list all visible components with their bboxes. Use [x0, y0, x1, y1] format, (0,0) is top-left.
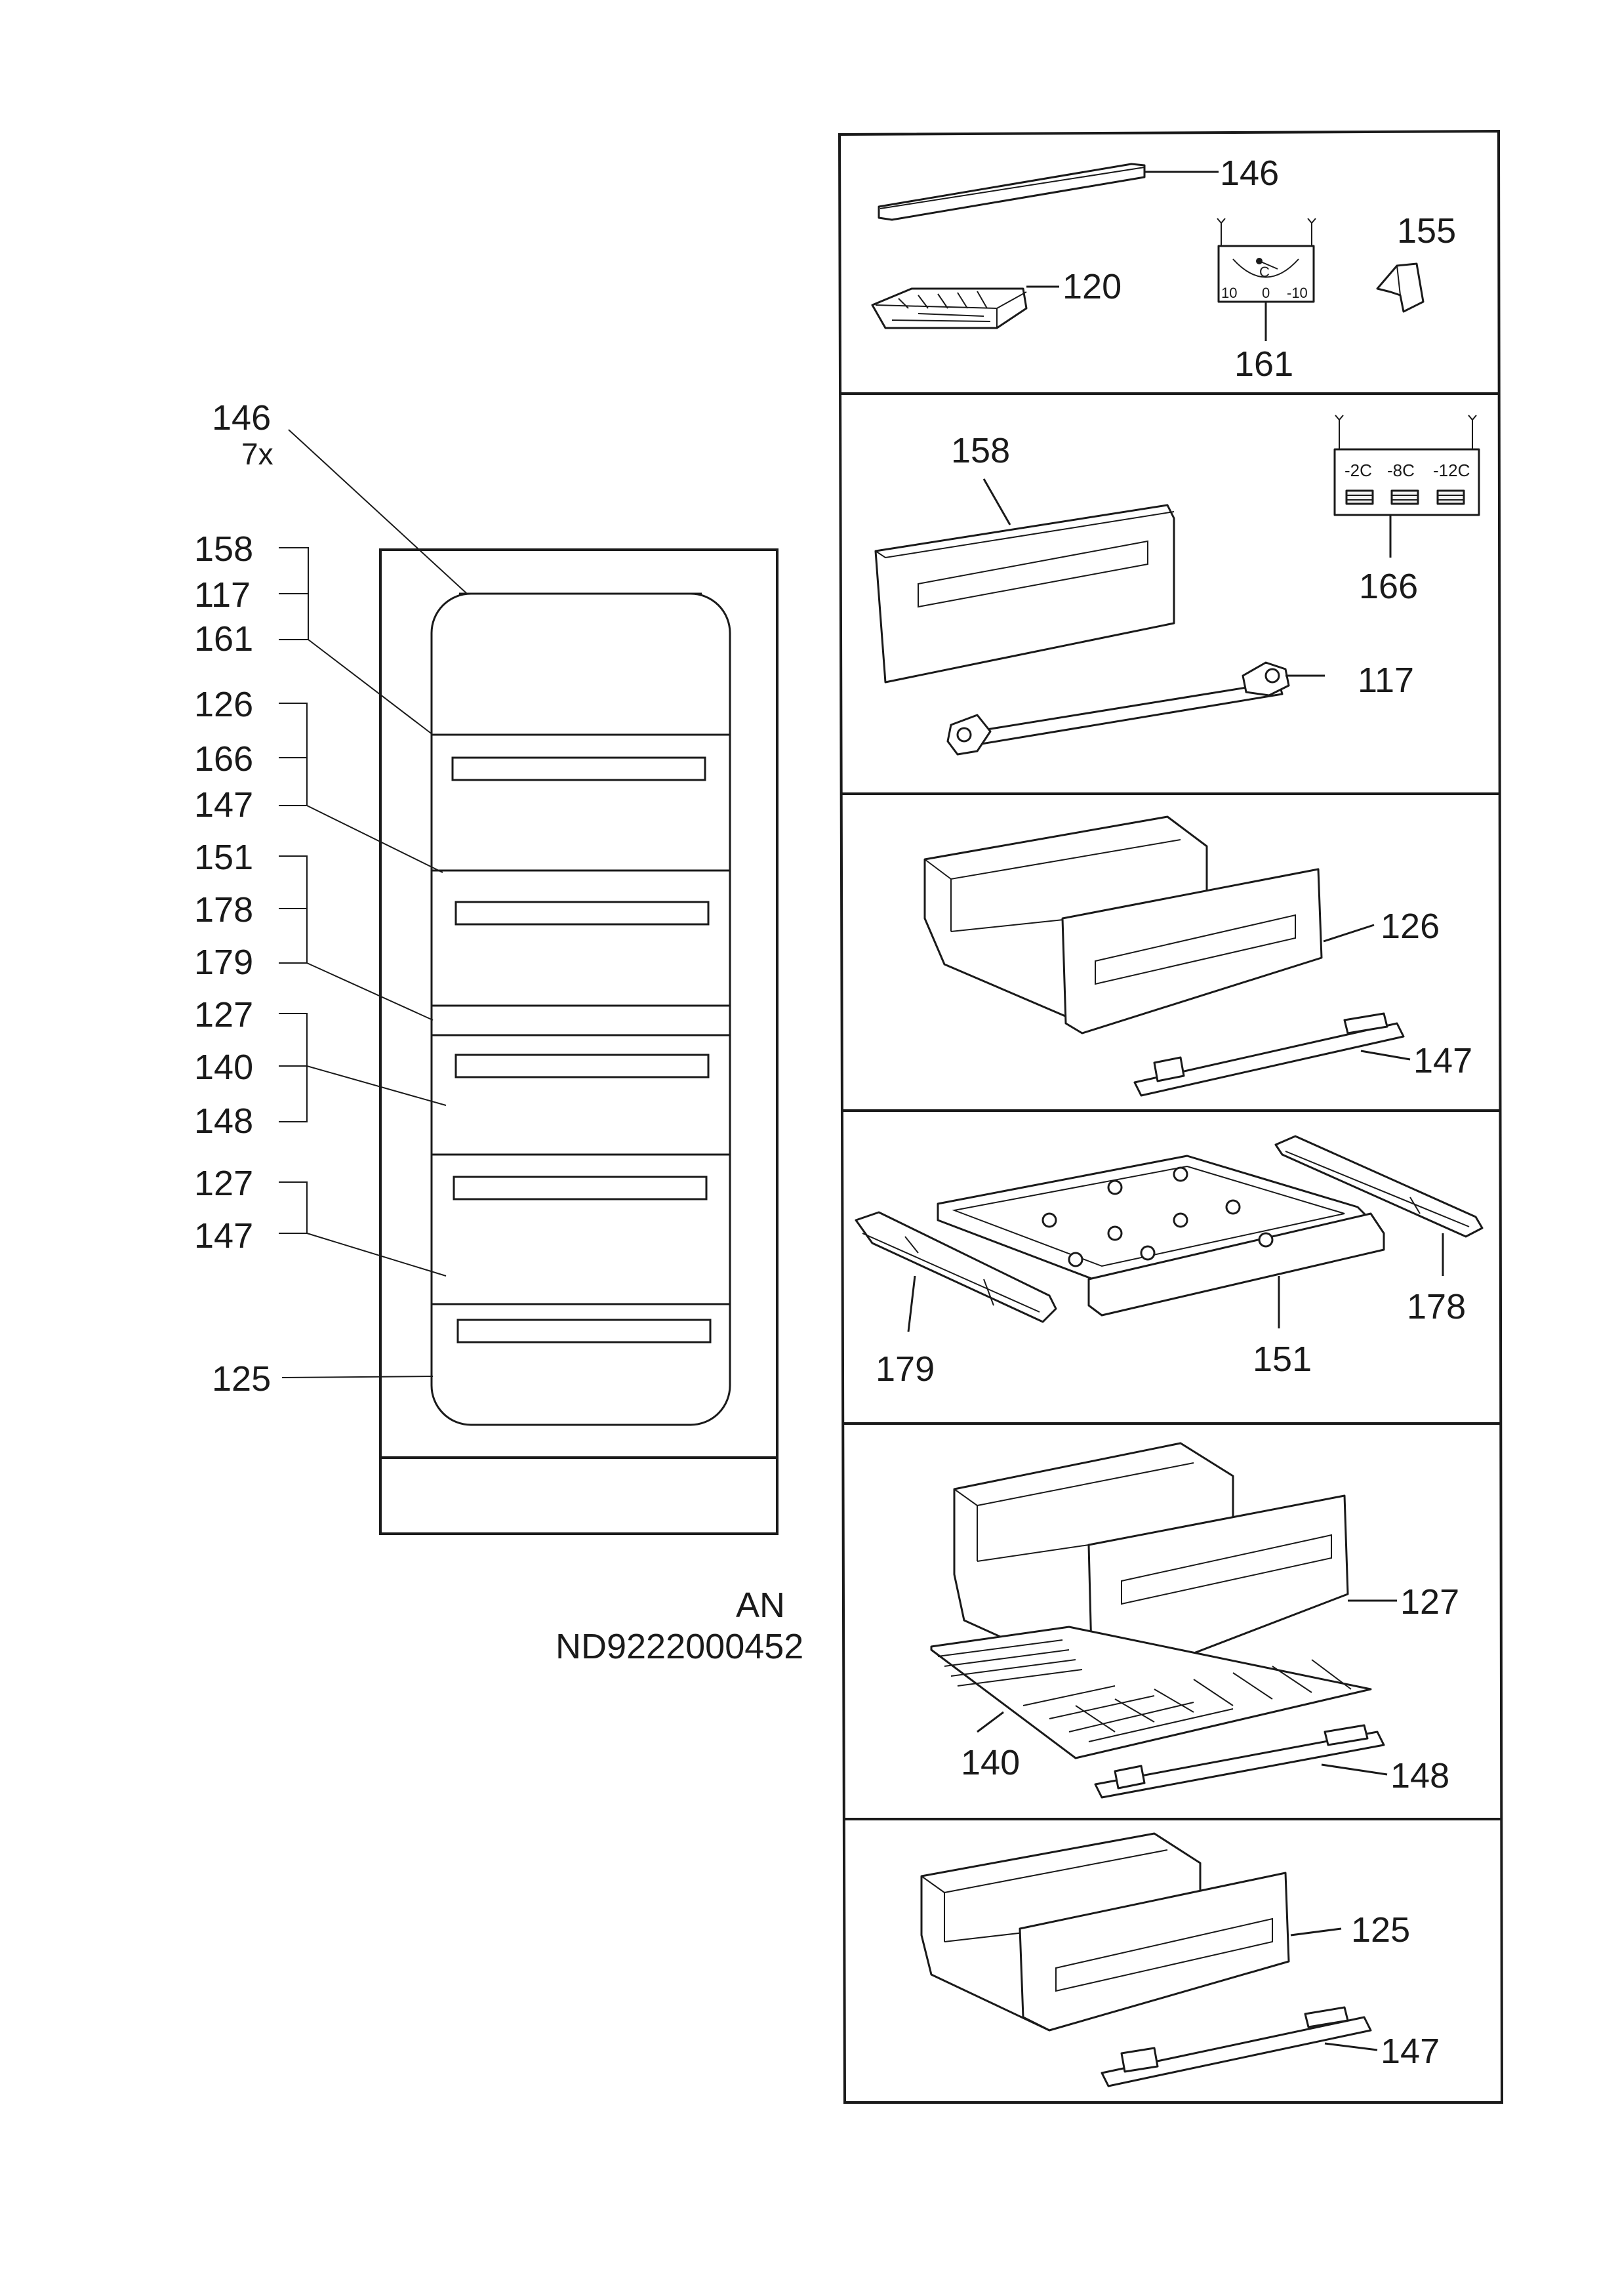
footer-code-an: AN — [736, 1586, 785, 1625]
p6-label-147: 147 — [1381, 2032, 1440, 2071]
svg-text:-8C: -8C — [1387, 461, 1415, 480]
cabinet-outline — [379, 548, 779, 1535]
panel-1-accessories: 146 120 C 10 0 -10 161 155 — [871, 154, 1456, 384]
panel-3-drawer-126: 126 147 — [923, 815, 1472, 1097]
panel-2-flap: 158 -2C -8C -12C 166 117 — [874, 415, 1480, 756]
callout-147a: 147 — [194, 785, 253, 825]
panel-4-shelf-151: 151 179 178 — [855, 1135, 1484, 1389]
ice-tray-120 — [871, 287, 1028, 329]
callout-146: 146 — [212, 398, 271, 438]
leader-p6-147 — [1324, 2042, 1378, 2051]
callout-127b: 127 — [194, 1164, 253, 1203]
p1-label-146: 146 — [1220, 154, 1279, 193]
callout-179: 179 — [194, 943, 253, 982]
bracket-127-147 — [279, 1181, 447, 1277]
trim-strip-edge — [880, 167, 1145, 209]
cabinet-door-outline — [430, 592, 731, 1426]
p1-label-155: 155 — [1397, 211, 1456, 251]
p6-label-125: 125 — [1351, 1910, 1410, 1950]
p5-label-140: 140 — [961, 1743, 1020, 1782]
bracket-158-161 — [279, 547, 434, 735]
svg-text:-10: -10 — [1287, 285, 1308, 301]
wire-grid-140 — [930, 1626, 1372, 1759]
svg-text:10: 10 — [1221, 285, 1237, 301]
leader-125 — [281, 1376, 434, 1378]
bracket-151-179 — [279, 855, 434, 1021]
leader-146 — [288, 429, 468, 594]
callout-125: 125 — [212, 1359, 271, 1399]
p1-label-161: 161 — [1234, 344, 1293, 384]
panel-5-drawer-127: 127 140 148 — [930, 1442, 1459, 1799]
callout-148: 148 — [194, 1101, 253, 1141]
callout-126: 126 — [194, 685, 253, 724]
temperature-selector-166: -2C -8C -12C — [1333, 415, 1480, 516]
cabinet-overview — [379, 548, 779, 1535]
leader-p3-147 — [1360, 1050, 1411, 1061]
svg-text:C: C — [1259, 264, 1270, 280]
callout-166: 166 — [194, 739, 253, 779]
leader-p4-179 — [907, 1275, 916, 1332]
callout-151: 151 — [194, 838, 253, 877]
callout-147b: 147 — [194, 1216, 253, 1256]
callout-140: 140 — [194, 1048, 253, 1087]
leader-p5-140 — [977, 1711, 1004, 1733]
flap-front-158 — [874, 504, 1175, 684]
exploded-panels-frame — [838, 129, 1504, 2104]
drawer-125-front — [1019, 1872, 1290, 2032]
svg-text:0: 0 — [1262, 285, 1270, 301]
callout-178: 178 — [194, 890, 253, 930]
bracket-126-147 — [279, 703, 443, 873]
p4-label-178: 178 — [1407, 1287, 1466, 1326]
svg-text:-2C: -2C — [1345, 461, 1372, 480]
leader-p5-148 — [1321, 1763, 1388, 1776]
drawer-126-front — [1061, 868, 1323, 1035]
overview-callouts: 146 7x 158 117 161 126 166 147 151 178 1… — [194, 398, 803, 1666]
panel-6-drawer-125: 125 147 — [920, 1832, 1440, 2087]
callout-7x: 7x — [241, 437, 273, 471]
trim-strip-146 — [878, 163, 1146, 221]
callout-161: 161 — [194, 619, 253, 659]
hinge-rod-117 — [946, 661, 1290, 756]
leader-p2-158 — [982, 478, 1011, 525]
callout-117: 117 — [194, 575, 251, 615]
drawer-handle-5 — [456, 1319, 712, 1343]
p3-label-147: 147 — [1413, 1041, 1472, 1080]
leader-p6-125 — [1290, 1927, 1342, 1937]
drawer-handle-1 — [451, 756, 706, 781]
shelf-151-pegs — [1042, 1166, 1274, 1267]
drawer-handle-147-b — [1101, 2006, 1372, 2087]
bracket-127-148 — [279, 1013, 447, 1122]
p2-label-166: 166 — [1359, 567, 1418, 606]
leader-p3-126 — [1323, 924, 1375, 943]
p4-label-151: 151 — [1253, 1340, 1312, 1379]
footer-code-nd: ND9222000452 — [556, 1627, 803, 1666]
drawer-handle-2 — [455, 901, 710, 926]
p4-label-179: 179 — [876, 1349, 935, 1389]
drawer-handle-147-a — [1133, 1012, 1405, 1097]
knob-155 — [1376, 262, 1425, 313]
p3-label-126: 126 — [1381, 907, 1440, 946]
panels-outline — [838, 129, 1504, 2104]
svg-text:-12C: -12C — [1433, 461, 1470, 480]
drawer-handle-148 — [1094, 1724, 1385, 1799]
shelf-151-front — [1087, 1212, 1385, 1317]
p2-label-158: 158 — [951, 431, 1010, 470]
drawer-handle-3 — [455, 1054, 710, 1078]
thermostat-dial-161: C 10 0 -10 — [1217, 218, 1316, 303]
p1-label-120: 120 — [1062, 267, 1122, 306]
callout-158: 158 — [194, 529, 253, 569]
callout-127a: 127 — [194, 995, 253, 1035]
drawer-handle-4 — [453, 1176, 708, 1200]
p5-label-127: 127 — [1400, 1582, 1459, 1622]
side-guide-179 — [855, 1211, 1057, 1323]
p5-label-148: 148 — [1390, 1756, 1449, 1795]
p2-label-117: 117 — [1358, 661, 1414, 700]
